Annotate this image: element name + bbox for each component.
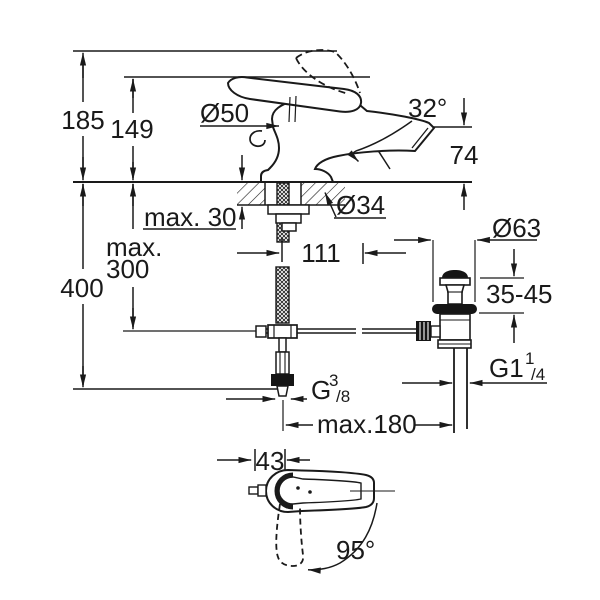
dimension-95deg xyxy=(307,502,378,574)
handle-top-view xyxy=(248,468,395,567)
mounting-and-hoses xyxy=(255,182,417,397)
waste-flange xyxy=(432,304,477,314)
handle-rotated-dashed xyxy=(275,503,305,567)
dim-label-32deg: 32° xyxy=(408,93,447,123)
dim-label-g38-base: G xyxy=(311,375,331,405)
handle-raised-dashed xyxy=(295,49,361,95)
dim-label-g114-sub: /4 xyxy=(531,365,545,384)
popup-waste-assembly xyxy=(416,270,477,433)
dim-label-43: 43 xyxy=(256,446,285,476)
pull-rod-cross-fitting xyxy=(267,324,298,339)
body-hook-detail xyxy=(249,130,266,148)
inlet-fitting-hex xyxy=(271,374,294,386)
dim-label-g114-base: G1 xyxy=(489,353,524,383)
dim-label-max300-line2: 300 xyxy=(106,254,149,284)
dim-label-g38-sub: /8 xyxy=(336,387,350,406)
deck-section xyxy=(237,183,345,205)
dim-label-149: 149 xyxy=(110,114,153,144)
dim-label-95deg: 95° xyxy=(336,535,375,565)
dimension-d34 xyxy=(324,192,386,219)
dimension-111 xyxy=(237,238,406,264)
horizontal-pull-rod xyxy=(266,328,417,334)
cartridge-lines xyxy=(288,95,297,123)
dim-label-max180: max.180 xyxy=(317,409,417,439)
dim-label-d63: Ø63 xyxy=(492,213,541,243)
dim-label-d50: Ø50 xyxy=(200,98,249,128)
dim-label-g38-sup: 3 xyxy=(329,371,338,390)
faucet-side-view xyxy=(226,49,436,183)
dim-label-max30: max. 30 xyxy=(144,202,237,232)
dimension-max180 xyxy=(282,400,453,431)
dim-label-185: 185 xyxy=(61,105,104,135)
dimension-43 xyxy=(217,449,310,471)
dim-label-111: 111 xyxy=(301,238,341,268)
dim-label-74: 74 xyxy=(450,140,479,170)
dim-label-g114-sup: 1 xyxy=(525,349,534,368)
dim-label-d34: Ø34 xyxy=(336,190,385,220)
dimension-d63 xyxy=(394,236,537,302)
dimension-32deg xyxy=(347,120,413,163)
dimension-35-45 xyxy=(479,249,524,343)
dimension-max30 xyxy=(143,155,246,230)
dim-label-35-45: 35-45 xyxy=(486,279,553,309)
dim-label-400: 400 xyxy=(60,273,103,303)
faucet-handle-lever xyxy=(226,76,363,113)
dim-label-max300-line1: max. xyxy=(106,232,162,262)
